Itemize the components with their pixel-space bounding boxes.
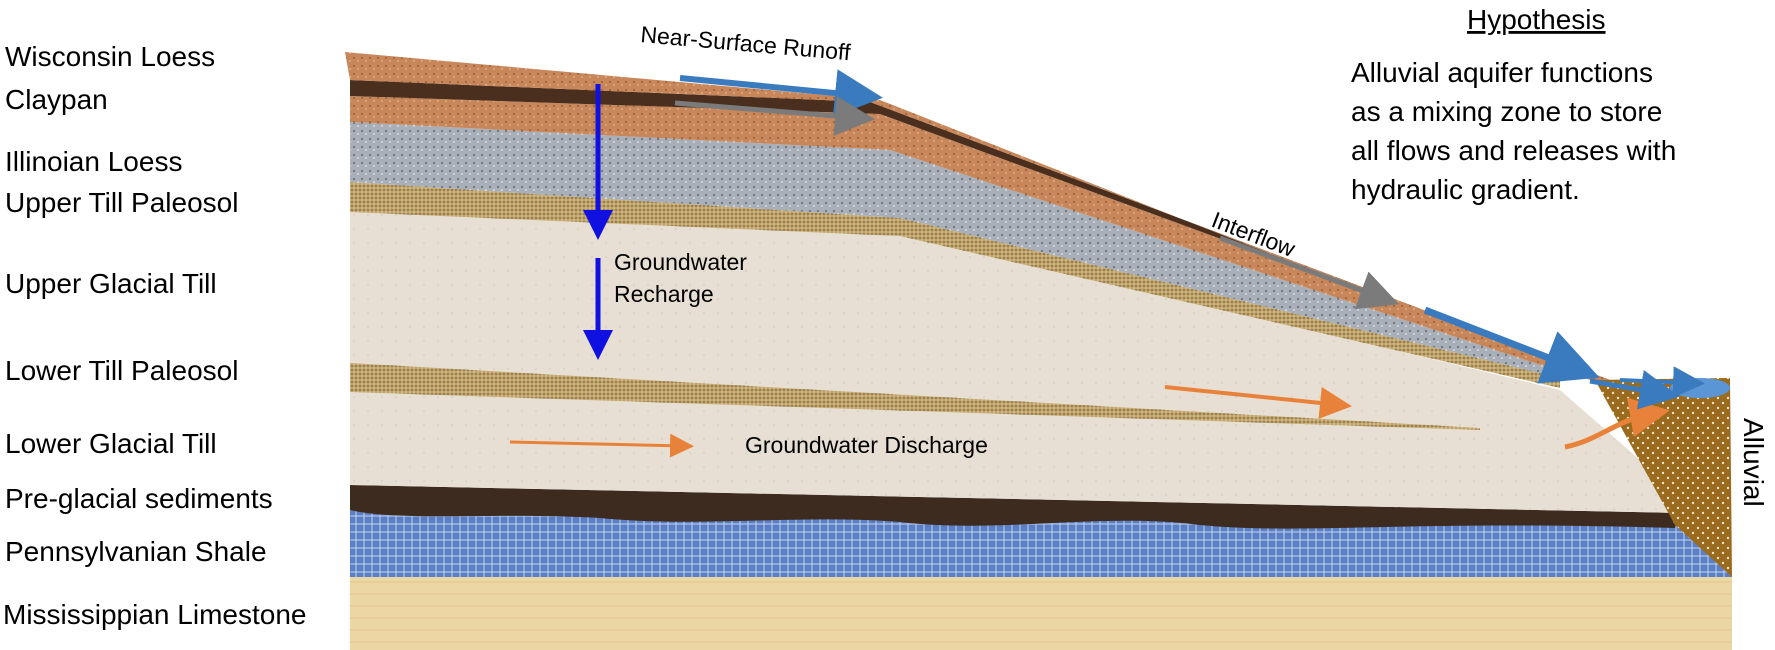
hypothesis-line-3: all flows and releases with: [1351, 135, 1676, 166]
runoff-arrow-slope: [1423, 306, 1600, 384]
layer-mississippian-limestone: [350, 577, 1732, 650]
runoff-arrow-stream-2: [1619, 366, 1705, 399]
hypothesis-line-2: as a mixing zone to store: [1351, 96, 1662, 127]
discharge-arrow-alluvial: [1564, 397, 1670, 450]
label-alluvial: Alluvial: [1738, 418, 1769, 507]
interflow-arrow: [674, 96, 875, 136]
discharge-arrow-upper: [1164, 385, 1352, 419]
label-pennsylvanian-shale: Pennsylvanian Shale: [5, 536, 267, 567]
layer-wisconsin-loess-lower: [350, 96, 1600, 378]
runoff-arrow: [679, 69, 883, 117]
label-upper-till-paleosol: Upper Till Paleosol: [5, 187, 238, 218]
interflow-arrow-slope: [1219, 235, 1400, 310]
label-groundwater-recharge-1: Groundwater: [614, 249, 747, 275]
layer-illinoian-loess: [350, 122, 1580, 378]
layer-pre-glacial-sediments: [350, 485, 1680, 529]
layer-upper-till-paleosol: [350, 182, 1560, 388]
label-illinoian-loess: Illinoian Loess: [5, 146, 182, 177]
label-lower-till-paleosol: Lower Till Paleosol: [5, 355, 238, 386]
label-mississippian-limestone: Mississippian Limestone: [3, 599, 306, 630]
layer-lower-till-paleosol: [350, 363, 1480, 430]
label-pre-glacial-sediments: Pre-glacial sediments: [5, 483, 273, 514]
layer-glacial-till: [350, 195, 1680, 513]
label-wisconsin-loess: Wisconsin Loess: [5, 41, 215, 72]
hypothesis-title: Hypothesis: [1467, 4, 1606, 35]
discharge-arrow-lower: [509, 433, 694, 458]
label-lower-glacial-till: Lower Glacial Till: [5, 428, 217, 459]
hypothesis-line-4: hydraulic gradient.: [1351, 174, 1580, 205]
label-claypan: Claypan: [5, 84, 108, 115]
hypothesis-line-1: Alluvial aquifer functions: [1351, 57, 1653, 88]
layer-wisconsin-loess: [345, 52, 1610, 380]
runoff-arrow-stream: [1589, 370, 1680, 410]
label-upper-glacial-till: Upper Glacial Till: [5, 268, 217, 299]
label-groundwater-recharge-2: Recharge: [614, 281, 714, 307]
label-near-surface-runoff: Near-Surface Runoff: [640, 21, 853, 65]
label-groundwater-discharge: Groundwater Discharge: [745, 432, 988, 458]
